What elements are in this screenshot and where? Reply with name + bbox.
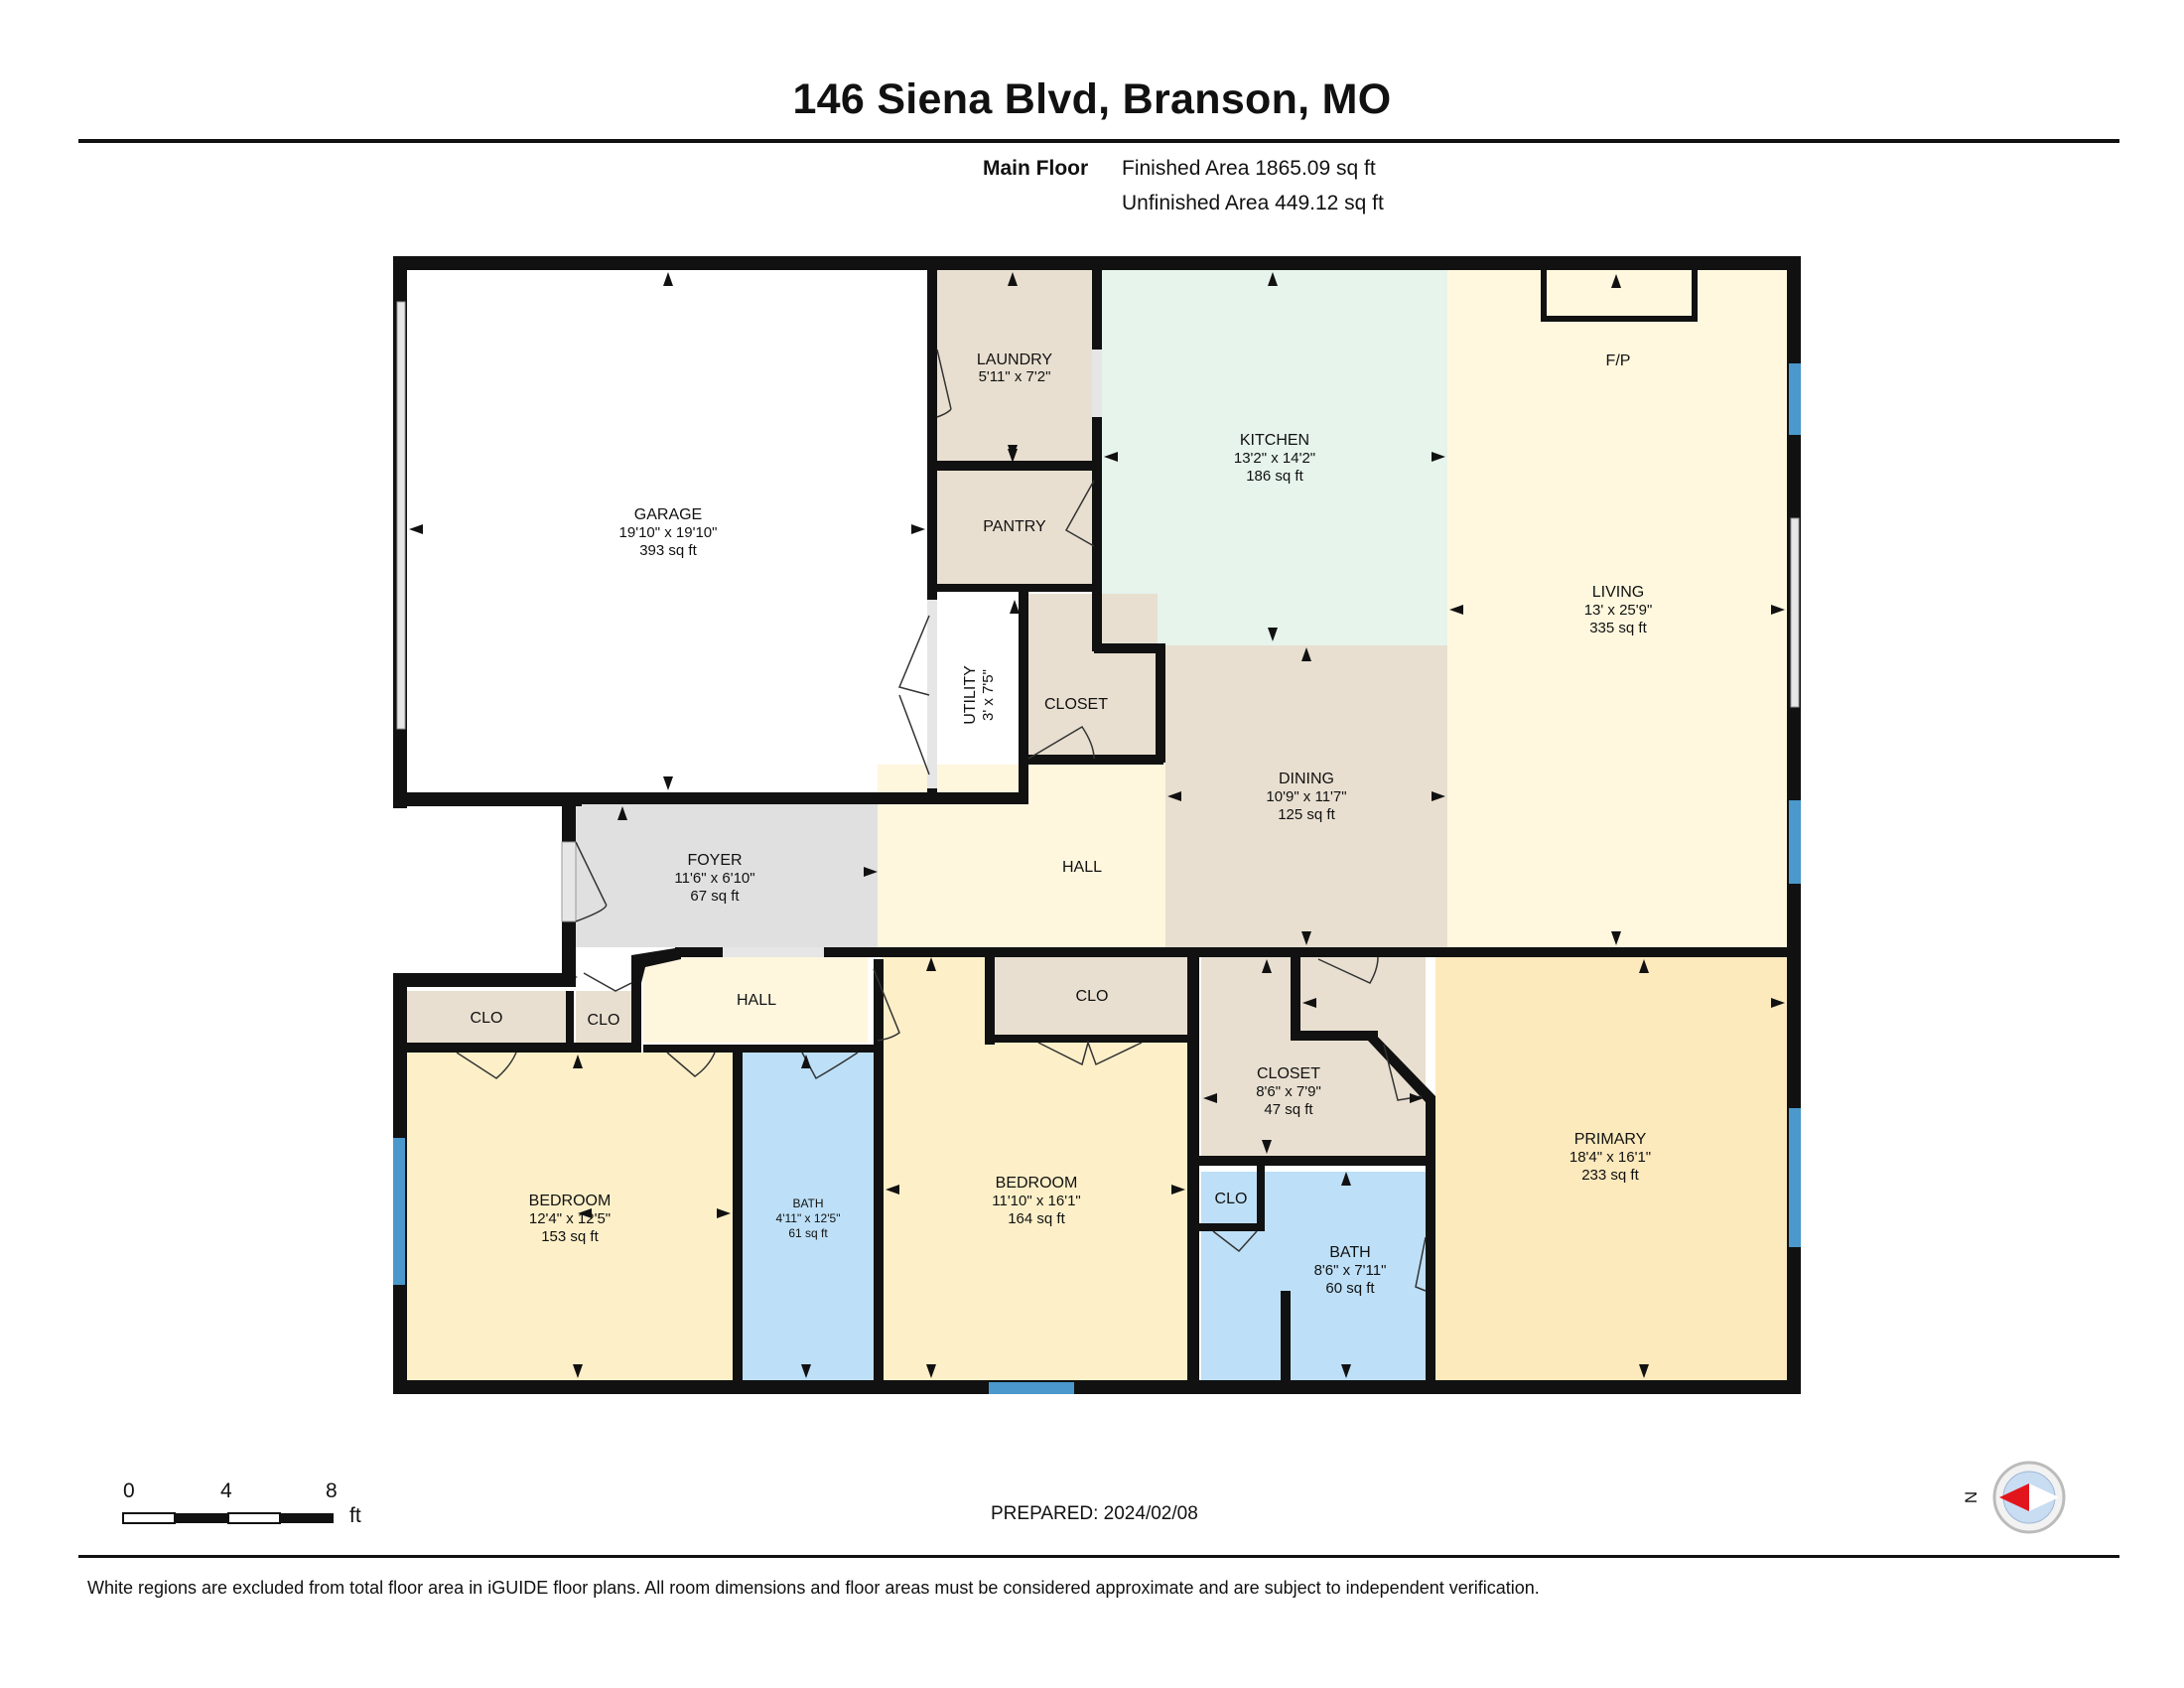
garage-name: GARAGE <box>634 506 702 523</box>
window-living-top <box>1789 363 1801 435</box>
laundry-fill <box>935 270 1094 461</box>
utility-fill <box>935 594 1019 792</box>
bedroom-left-name: BEDROOM <box>529 1193 612 1209</box>
utility-name: UTILITY <box>962 665 979 725</box>
window-bedroom-left <box>393 1138 405 1285</box>
finished-area: Finished Area 1865.09 sq ft <box>1122 157 1376 180</box>
bath-mid-dims: 4'11" x 12'5" <box>776 1211 841 1225</box>
clo-small-name: CLO <box>588 1012 620 1029</box>
scale-bar <box>122 1512 334 1524</box>
top-divider <box>78 139 2119 143</box>
garage-area: 393 sq ft <box>639 542 697 559</box>
utility-dims: 3' x 7'5" <box>980 669 997 721</box>
bath-primary-name: BATH <box>1329 1244 1370 1261</box>
laundry-name: LAUNDRY <box>977 352 1053 368</box>
bedroom-mid-area: 164 sq ft <box>1008 1210 1065 1227</box>
bath-primary-area: 60 sq ft <box>1325 1280 1375 1297</box>
kitchen-name: KITCHEN <box>1240 432 1309 449</box>
clo-left-name: CLO <box>471 1010 503 1027</box>
door-swings <box>456 349 1427 1292</box>
garage-dims: 19'10" x 19'10" <box>619 524 718 541</box>
measure-arrows <box>409 272 1785 1378</box>
window-living-low <box>1789 800 1801 884</box>
closet-primary-area: 47 sq ft <box>1264 1101 1313 1118</box>
opening-hall <box>723 947 824 957</box>
bedroom-mid-dims: 11'10" x 16'1" <box>992 1193 1081 1209</box>
living-fill <box>1447 270 1787 947</box>
bedroom-left-area: 153 sq ft <box>541 1228 599 1245</box>
living-area: 335 sq ft <box>1589 620 1647 636</box>
living-name: LIVING <box>1592 584 1644 601</box>
closet-primary-dims: 8'6" x 7'9" <box>1256 1083 1321 1100</box>
primary-name: PRIMARY <box>1574 1131 1647 1148</box>
compass-icon <box>1992 1461 2066 1534</box>
clo-small-fill <box>576 991 631 1043</box>
openings <box>393 301 1801 1394</box>
dining-name: DINING <box>1279 771 1334 787</box>
room-labels: GARAGE 19'10" x 19'10" 393 sq ft LAUNDRY… <box>471 352 1653 1297</box>
laundry-dims: 5'11" x 7'2" <box>979 368 1051 385</box>
garage-fill <box>405 270 929 792</box>
living-dims: 13' x 25'9" <box>1584 602 1653 619</box>
clo-mid-name: CLO <box>1076 988 1109 1005</box>
clo-bath-name: CLO <box>1215 1191 1248 1207</box>
bedroom-left-fill <box>405 1053 733 1380</box>
clo-mid-fill <box>993 955 1187 1035</box>
disclaimer: White regions are excluded from total fl… <box>87 1578 1540 1598</box>
kitchen-fill <box>1102 270 1447 645</box>
scale-unit: ft <box>349 1504 361 1527</box>
dining-area: 125 sq ft <box>1278 806 1335 823</box>
bedroom-mid-name: BEDROOM <box>996 1175 1078 1192</box>
fireplace-fill <box>1541 270 1696 320</box>
primary-fill <box>1435 955 1787 1380</box>
dining-fill <box>1165 645 1447 947</box>
bath-mid-fill <box>743 1053 874 1380</box>
kitchen-dims: 13'2" x 14'2" <box>1234 450 1315 467</box>
kitchen-area: 186 sq ft <box>1246 468 1303 485</box>
scale-tick-8: 8 <box>326 1479 338 1502</box>
bottom-divider <box>78 1555 2119 1558</box>
bath-mid-area: 61 sq ft <box>788 1226 828 1240</box>
hall-small-fill <box>643 955 868 1043</box>
compass-north-label: N <box>1962 1490 1981 1504</box>
dining-dims: 10'9" x 11'7" <box>1266 788 1346 805</box>
foyer-dims: 11'6" x 6'10" <box>674 870 754 887</box>
window-bedroom-mid <box>989 1382 1074 1394</box>
foyer-name: FOYER <box>687 852 742 869</box>
foyer-fill <box>574 802 878 947</box>
scale-tick-4: 4 <box>220 1479 232 1502</box>
closet-hall-name: CLOSET <box>1044 696 1108 713</box>
room-fills <box>405 270 1787 1380</box>
clo-left-fill <box>405 991 566 1043</box>
window-primary <box>1789 1108 1801 1247</box>
bath-primary-fill <box>1201 1172 1426 1380</box>
floor-label: Main Floor <box>983 157 1089 180</box>
page-title: 146 Siena Blvd, Branson, MO <box>792 75 1392 123</box>
opening-foyer-door <box>561 841 577 922</box>
pantry-name: PANTRY <box>983 518 1046 535</box>
pantry-fill <box>935 467 1094 584</box>
closet-primary-name: CLOSET <box>1257 1065 1320 1082</box>
unfinished-area: Unfinished Area 449.12 sq ft <box>1122 192 1384 214</box>
hall-main-name: HALL <box>1062 859 1102 876</box>
fireplace-name: F/P <box>1606 352 1631 369</box>
bath-mid-name: BATH <box>792 1196 823 1210</box>
garage-door <box>396 301 406 730</box>
primary-area: 233 sq ft <box>1581 1167 1639 1184</box>
scale-tick-0: 0 <box>123 1479 135 1502</box>
window-living-mid <box>1790 517 1800 708</box>
bedroom-left-dims: 12'4" x 12'5" <box>529 1210 611 1227</box>
opening-utility <box>927 600 937 788</box>
bath-primary-dims: 8'6" x 7'11" <box>1314 1262 1387 1279</box>
hall-small-name: HALL <box>737 992 776 1009</box>
primary-dims: 18'4" x 16'1" <box>1570 1149 1651 1166</box>
foyer-area: 67 sq ft <box>690 888 740 905</box>
prepared-date: PREPARED: 2024/02/08 <box>991 1503 1198 1524</box>
opening-laundry <box>1092 350 1102 417</box>
